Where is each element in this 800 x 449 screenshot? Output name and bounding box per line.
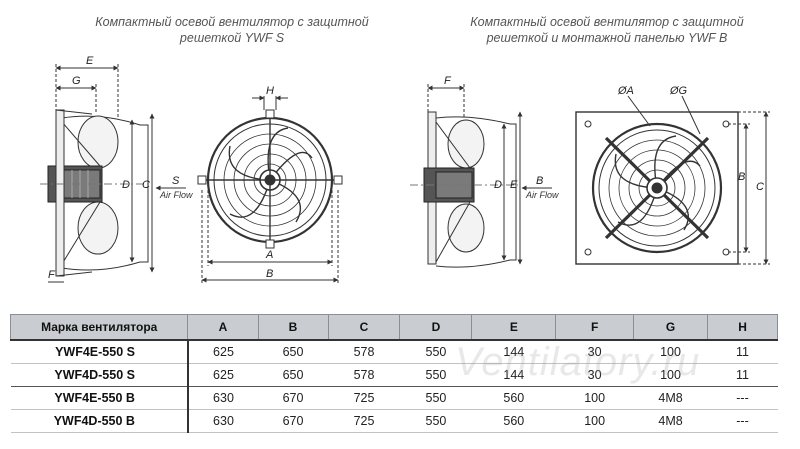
col-header-e: E [471,314,557,341]
cell-d: 550 [399,386,472,410]
cell-h: --- [707,386,778,410]
cell-c: 578 [328,339,400,364]
cell-d: 550 [399,363,472,387]
caption-line: решеткой YWF S [179,31,285,45]
dim-b-label: B [266,268,273,280]
cell-e: 560 [471,409,556,433]
cell-a: 630 [187,386,258,410]
cell-model: YWF4D-550 B [10,409,189,433]
caption-line: Компактный осевой вентилятор с защитной [95,15,369,29]
dim-b-label: B [536,175,543,187]
side-view-b-labels: F D E B Air Flow [444,75,559,200]
side-view-ywf-s [40,64,186,283]
dim-a-label: A [265,249,273,261]
cell-model: YWF4E-550 S [10,339,189,364]
cell-h: 11 [707,339,778,364]
dim-e-label: E [86,55,94,67]
technical-drawings: E G F D C S Air Flow [40,55,770,284]
table-row: YWF4E-550 S 625 650 578 550 144 30 100 1… [10,339,778,364]
caption-line: Компактный осевой вентилятор с защитной [470,15,744,29]
table-row: YWF4E-550 B 630 670 725 550 560 100 4M8 … [10,386,778,410]
cell-h: 11 [707,363,778,387]
caption-line: решеткой и монтажной панелью YWF B [486,31,728,45]
cell-f: 100 [555,386,634,410]
airflow-label: Air Flow [525,190,559,200]
col-header-b: B [257,314,329,341]
cell-g: 100 [633,363,708,387]
col-header-h: H [707,314,778,341]
cell-a: 625 [187,339,258,364]
dim-c-label: C [756,181,764,193]
front-view-ywf-b [575,95,770,265]
cell-f: 30 [555,339,634,364]
cell-g: 4M8 [633,386,708,410]
cell-d: 550 [399,409,472,433]
cell-d: 550 [399,339,472,364]
dim-d-label: D [122,179,130,191]
front-view-ywf-s [197,95,343,284]
col-header-a: A [187,314,259,341]
cell-f: 100 [555,409,634,433]
dim-oa-label: ØA [617,85,634,97]
cell-a: 630 [187,409,258,433]
cell-e: 560 [471,386,556,410]
col-header-d: D [399,314,473,341]
cell-e: 144 [471,363,556,387]
cell-b: 650 [258,363,329,387]
side-view-labels: E G F D C S Air Flow [48,55,193,281]
dim-d-label: D [494,179,502,191]
dim-b-label: B [738,171,745,183]
dim-e-label: E [510,179,518,191]
cell-c: 578 [328,363,400,387]
caption-ywf-b: Компактный осевой вентилятор с защитной … [442,14,772,46]
spec-table: Марка вентилятора A B C D E F G H YWF4E-… [9,314,778,433]
cell-b: 650 [258,339,329,364]
cell-model: YWF4E-550 B [10,386,189,410]
front-view-b-labels: ØA ØG B C [617,85,764,193]
dim-f-label: F [48,269,56,281]
dim-f-label: F [444,75,452,87]
table-row: YWF4D-550 B 630 670 725 550 560 100 4M8 … [10,409,778,433]
cell-g: 4M8 [633,409,708,433]
caption-ywf-s: Компактный осевой вентилятор с защитной … [92,14,372,46]
col-header-g: G [633,314,709,341]
cell-c: 725 [328,409,400,433]
cell-e: 144 [471,339,556,364]
airflow-label: Air Flow [159,190,193,200]
col-header-model: Марка вентилятора [9,314,189,341]
table-header-row: Марка вентилятора A B C D E F G H [9,314,778,341]
dim-g-label: G [72,75,81,87]
col-header-f: F [555,314,635,341]
cell-f: 30 [555,363,634,387]
dim-h-label: H [266,85,274,97]
front-view-labels: H A B [265,85,274,280]
dim-og-label: ØG [669,85,688,97]
cell-b: 670 [258,386,329,410]
cell-c: 725 [328,386,400,410]
col-header-c: C [327,314,401,341]
table-row: YWF4D-550 S 625 650 578 550 144 30 100 1… [10,363,778,387]
dim-s-label: S [172,175,180,187]
cell-a: 625 [187,363,258,387]
cell-h: --- [707,409,778,433]
cell-g: 100 [633,339,708,364]
cell-b: 670 [258,409,329,433]
side-view-ywf-b [410,84,552,268]
cell-model: YWF4D-550 S [10,363,189,387]
dim-c-label: C [142,179,150,191]
